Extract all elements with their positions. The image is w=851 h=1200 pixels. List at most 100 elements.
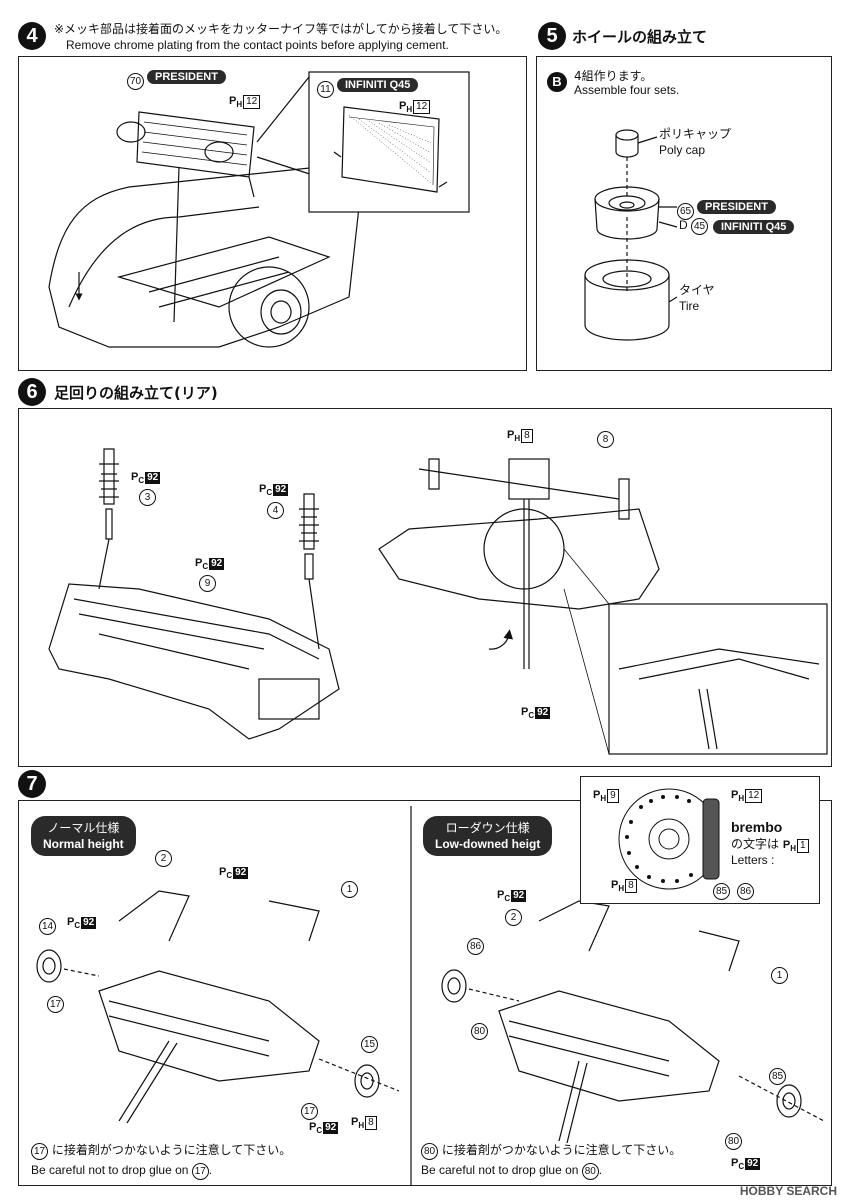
part-45-number: 45 xyxy=(691,218,709,235)
low-note-en-text: Be careful not to drop glue on xyxy=(421,1163,579,1177)
tire-jp: タイヤ xyxy=(679,283,715,297)
part-80-number: 80 xyxy=(421,1143,438,1160)
part-80-number: 80 xyxy=(725,1133,742,1150)
paint-code: 92 xyxy=(81,917,97,929)
paint-code: 12 xyxy=(745,789,763,803)
normal-note-jp: 17 に接着剤がつかないように注意して下さい。 xyxy=(31,1143,291,1160)
paint-code: 8 xyxy=(365,1116,377,1130)
part-65-name: PRESIDENT xyxy=(697,200,776,214)
paint-code: 92 xyxy=(209,558,225,570)
paint-code: 12 xyxy=(413,100,431,114)
part-17-number: 17 xyxy=(47,996,64,1013)
paint-code: 9 xyxy=(607,789,619,803)
step4-note-en: Remove chrome plating from the contact p… xyxy=(66,38,449,52)
part-9-number: 9 xyxy=(199,575,216,592)
lowdown-badge: ローダウン仕様 Low-downed heigt xyxy=(423,816,553,856)
low-part-86: 86 xyxy=(467,934,484,955)
normal-part-15: 15 xyxy=(361,1032,378,1053)
step5-panel: B 4組作ります。 Assemble four sets. ポリキャップ Pol… xyxy=(536,56,832,371)
low-part-80: 80 xyxy=(471,1019,488,1040)
part-3-label: 3 xyxy=(139,485,156,506)
paint-code: 8 xyxy=(625,879,637,893)
normal-part-14: 14 xyxy=(39,914,56,935)
step6-title: 足回りの組み立て(リア) xyxy=(54,384,218,402)
paint-code: 92 xyxy=(145,472,161,484)
part-70-number: 70 xyxy=(127,73,144,90)
normal-part-1: 1 xyxy=(341,877,358,898)
low-note-en: Be careful not to drop glue on 80. xyxy=(421,1163,602,1180)
brembo-part-86: 86 xyxy=(737,879,754,900)
brembo-en: Letters : xyxy=(731,853,775,867)
paint-code: 92 xyxy=(323,1122,339,1134)
paint-code: 12 xyxy=(243,95,261,109)
sub-step-b-jp: 4組作ります。 xyxy=(574,69,653,83)
part-15-number: 15 xyxy=(361,1036,378,1053)
part-86-number: 86 xyxy=(467,938,484,955)
normal-part-2: 2 xyxy=(155,846,172,867)
part-70-name: PRESIDENT xyxy=(147,70,226,84)
paint-code: 1 xyxy=(796,839,809,853)
front-suspension-illustration xyxy=(36,806,825,1185)
step4-illustration xyxy=(48,71,470,348)
paint-code: 92 xyxy=(745,1158,761,1170)
part-85-number: 85 xyxy=(769,1068,786,1085)
part-11-name: INFINITI Q45 xyxy=(337,78,419,92)
normal-height-en: Normal height xyxy=(43,837,124,851)
normal-note-jp-text: に接着剤がつかないように注意して下さい。 xyxy=(51,1143,292,1157)
step7-number: 7 xyxy=(18,770,46,798)
step6-number: 6 xyxy=(18,378,46,406)
part-2-number: 2 xyxy=(505,909,522,926)
part-65-label: 65 xyxy=(677,199,694,220)
part-45-name: INFINITI Q45 xyxy=(713,220,795,234)
part-4-label: 4 xyxy=(267,498,284,519)
brake-disc-illustration xyxy=(618,788,720,890)
polycap-en: Poly cap xyxy=(659,143,706,157)
part-85-number: 85 xyxy=(713,883,730,900)
normal-note-en: Be careful not to drop glue on 17. xyxy=(31,1163,212,1180)
normal-height-jp: ノーマル仕様 xyxy=(47,821,120,835)
part-45-label: D 45 xyxy=(679,218,709,235)
part-17-number: 17 xyxy=(301,1103,318,1120)
rear-suspension-illustration xyxy=(48,448,828,755)
part-1-number: 1 xyxy=(771,967,788,984)
low-note-jp-text: に接着剤がつかないように注意して下さい。 xyxy=(441,1143,682,1157)
low-part-85: 85 xyxy=(769,1064,786,1085)
step4-number: 4 xyxy=(18,22,46,50)
part-4-number: 4 xyxy=(267,502,284,519)
paint-code: 8 xyxy=(521,429,533,443)
normal-part-17: 17 xyxy=(47,992,64,1013)
part-17-number: 17 xyxy=(191,1163,209,1180)
part-86-number: 86 xyxy=(737,883,754,900)
tire-en: Tire xyxy=(679,299,700,313)
part-11-number: 11 xyxy=(317,81,334,98)
low-part-80-b: 80 xyxy=(725,1129,742,1150)
wheel-illustration xyxy=(584,129,678,341)
part-11-label: 11 xyxy=(317,77,334,98)
sub-step-b-en: Assemble four sets. xyxy=(574,83,680,97)
part-9-label: 9 xyxy=(199,571,216,592)
part-80-number: 80 xyxy=(581,1163,599,1180)
part-70-label: 70 xyxy=(127,69,144,90)
lowdown-en: Low-downed heigt xyxy=(435,837,541,851)
part-14-number: 14 xyxy=(39,918,56,935)
part-8-label: 8 xyxy=(597,427,614,448)
paint-code: 92 xyxy=(535,707,551,719)
brembo-part-85: 85 xyxy=(713,879,730,900)
step4-note-jp: ※メッキ部品は接着面のメッキをカッターナイフ等ではがしてから接着して下さい。 xyxy=(54,22,508,36)
paint-code: 92 xyxy=(511,890,527,902)
